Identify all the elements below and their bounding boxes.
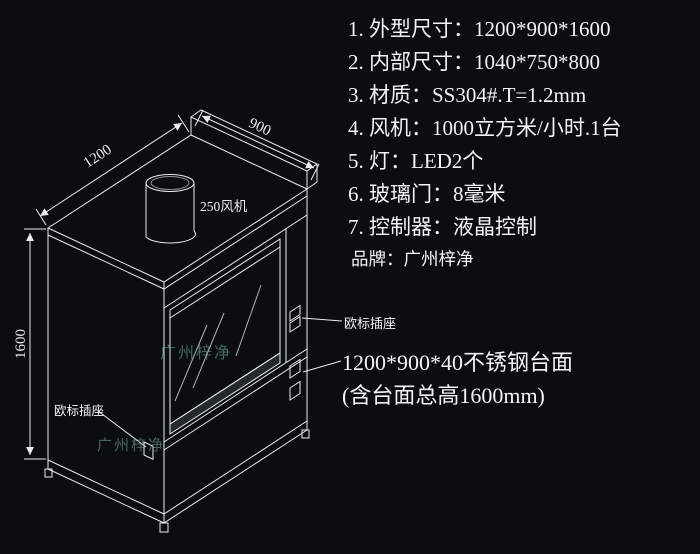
dim-height-label: 1600 [13,329,29,359]
watermark: 广州梓净 [97,437,165,454]
glass-sash [163,214,308,451]
spec-line-light: 5. 灯：LED2个 [348,149,484,173]
watermark: 广州梓净 [160,344,232,362]
duct-cylinder [145,174,196,244]
spec-line-controller: 7. 控制器：液晶控制 [348,215,537,239]
spec-list: 1. 外型尺寸：1200*900*1600 2. 内部尺寸：1040*750*8… [348,13,622,274]
leveling-foot [44,468,53,478]
dimension-width [35,114,190,226]
leveling-foot [301,429,310,439]
spec-line-interior: 2. 内部尺寸：1040*750*800 [348,50,600,74]
worktop-edge [163,348,308,451]
socket-label-left: 欧标插座 [54,404,105,418]
worktop-note: 1200*900*40不锈钢台面 (含台面总高1600mm) [342,346,573,412]
dim-depth-label: 900 [246,115,273,139]
glass-reflection-lines [174,284,262,402]
leveling-foot [159,522,169,533]
spec-line-exterior: 1. 外型尺寸：1200*900*1600 [348,17,611,41]
spec-line-fan: 4. 风机：1000立方米/小时.1台 [348,116,622,140]
dimension-height [24,228,46,460]
fan-size-label: 250风机 [200,199,248,214]
dimension-depth [194,109,320,181]
worktop-note-line2: (含台面总高1600mm) [342,383,545,408]
spec-line-glass-door: 6. 玻璃门：8毫米 [348,182,506,206]
sash-handle [169,352,281,435]
socket-blocks [143,304,301,460]
socket-label-right: 欧标插座 [344,316,397,331]
brand-line: 品牌：广州梓净 [351,249,474,269]
worktop-note-line1: 1200*900*40不锈钢台面 [342,350,574,375]
spec-line-material: 3. 材质：SS304#.T=1.2mm [348,83,587,107]
leader-lines [97,317,343,448]
hood-body [44,109,318,533]
dim-width-label: 1200 [81,142,115,172]
